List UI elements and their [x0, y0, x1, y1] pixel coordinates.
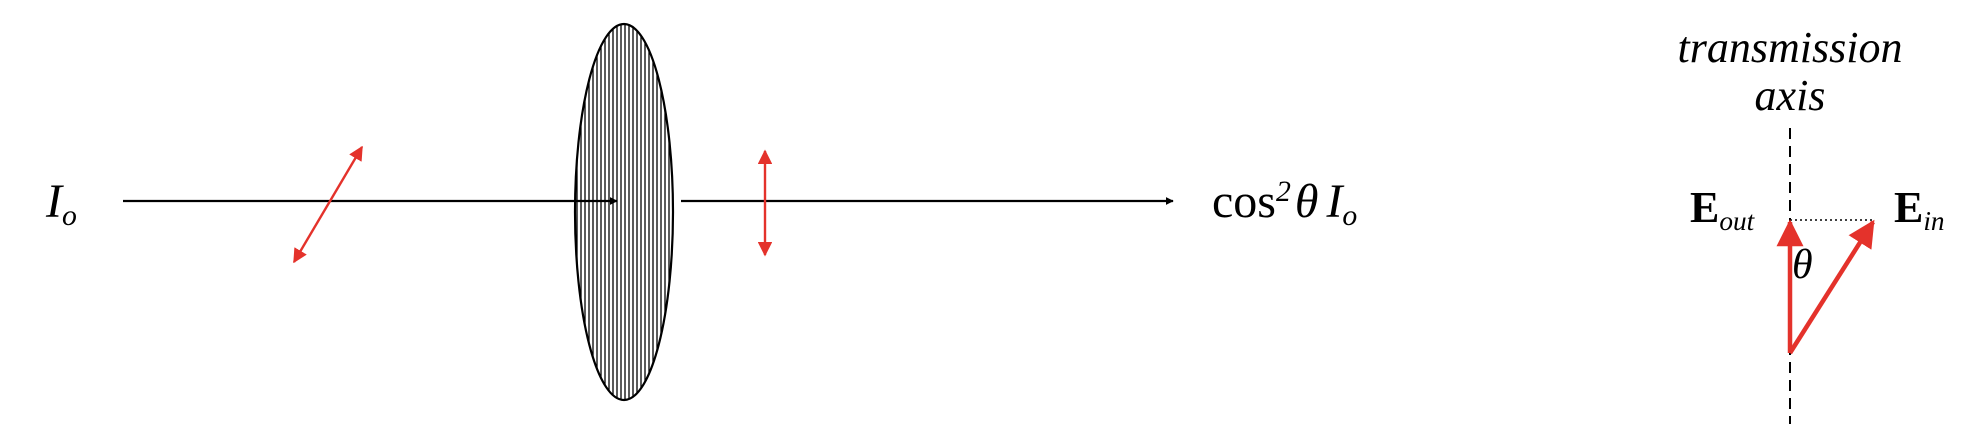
e-out-label: Eout	[1690, 183, 1755, 236]
angle-theta-label: θ	[1792, 242, 1813, 288]
polarizer-disk	[573, 22, 675, 402]
e-in-vector	[1788, 219, 1875, 355]
incident-polarization-arrow	[292, 145, 364, 264]
transmission-axis-label: transmission axis	[1677, 23, 1903, 121]
input-intensity-label: Io	[46, 175, 77, 233]
e-in-label: Ein	[1894, 183, 1945, 236]
